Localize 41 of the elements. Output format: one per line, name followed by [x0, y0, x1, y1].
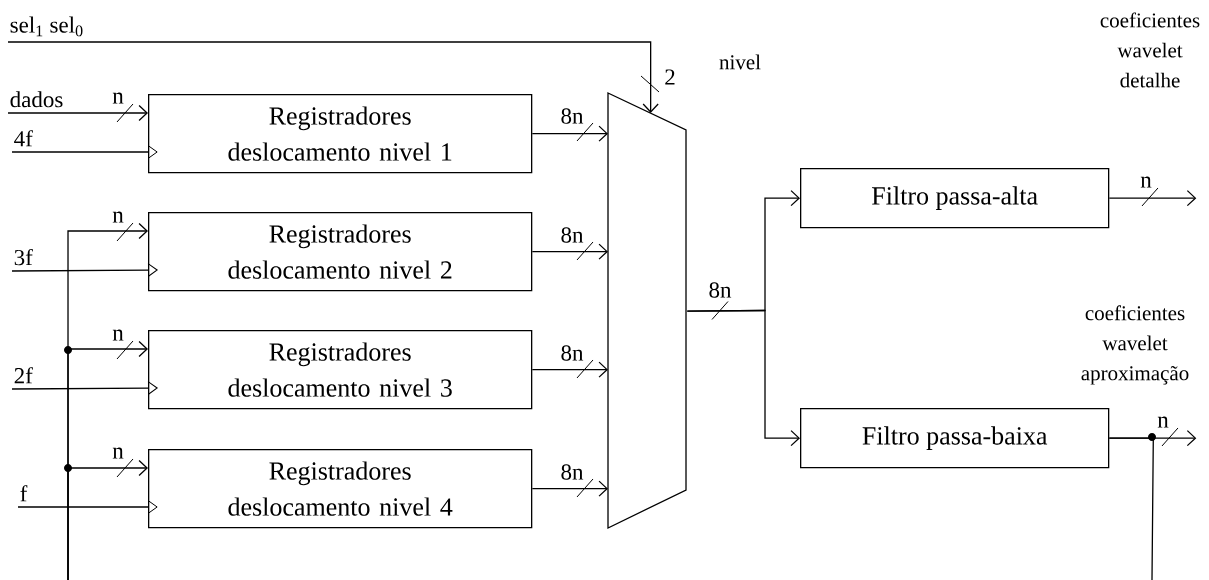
- bus-width-label: 8n: [561, 464, 584, 480]
- bus-width-label: n: [112, 211, 124, 223]
- connector: [11, 263, 158, 277]
- bus-width-label: n: [1157, 416, 1169, 428]
- signal-label: sel$_{1}$ sel$_{0}$: [10, 16, 83, 37]
- signal-label: 3f: [14, 248, 33, 266]
- signal-label: 4f: [14, 130, 33, 147]
- shift-register-box: Registradores deslocamento nivel 3: [148, 330, 533, 410]
- bus-width-label: 8n: [561, 108, 584, 124]
- connector: [531, 361, 608, 378]
- bus-width-label: n: [112, 329, 124, 341]
- bus-width-label: 8n: [561, 345, 584, 361]
- shift-register-box: Registradores deslocamento nivel 2: [148, 212, 533, 292]
- connector: [531, 243, 608, 260]
- filter-box: Filtro passa-baixa: [800, 408, 1110, 469]
- connector: [11, 145, 158, 159]
- connector: [531, 480, 608, 497]
- bus-width-label: n: [1140, 176, 1152, 188]
- connector: [686, 309, 800, 447]
- signal-label: 2f: [14, 367, 33, 384]
- output-label: coeficientes wavelet aproximação: [1081, 305, 1189, 385]
- connector: [67, 459, 148, 580]
- shift-register-box: Registradores deslocamento nivel 4: [148, 449, 533, 529]
- bus-width-label: 8n: [561, 227, 584, 243]
- output-label: coeficientes wavelet detalhe: [1100, 12, 1200, 88]
- bus-width-label: n: [112, 447, 124, 459]
- connector: [1108, 437, 1154, 580]
- connector: [7, 104, 148, 122]
- filter-box: Filtro passa-alta: [800, 168, 1110, 229]
- connector: [17, 500, 158, 514]
- bus-width-label: 2: [665, 69, 675, 85]
- shift-register-box: Registradores deslocamento nivel 1: [148, 94, 533, 174]
- level-label: nivel: [719, 54, 761, 70]
- connector: [11, 381, 158, 395]
- connector: [1108, 190, 1197, 207]
- bus-width-label: 8n: [709, 282, 732, 298]
- connector: [531, 125, 608, 142]
- bus-width-label: n: [112, 92, 124, 104]
- signal-label: f: [20, 485, 28, 502]
- connector: [7, 41, 659, 113]
- signal-label: dados: [10, 91, 63, 108]
